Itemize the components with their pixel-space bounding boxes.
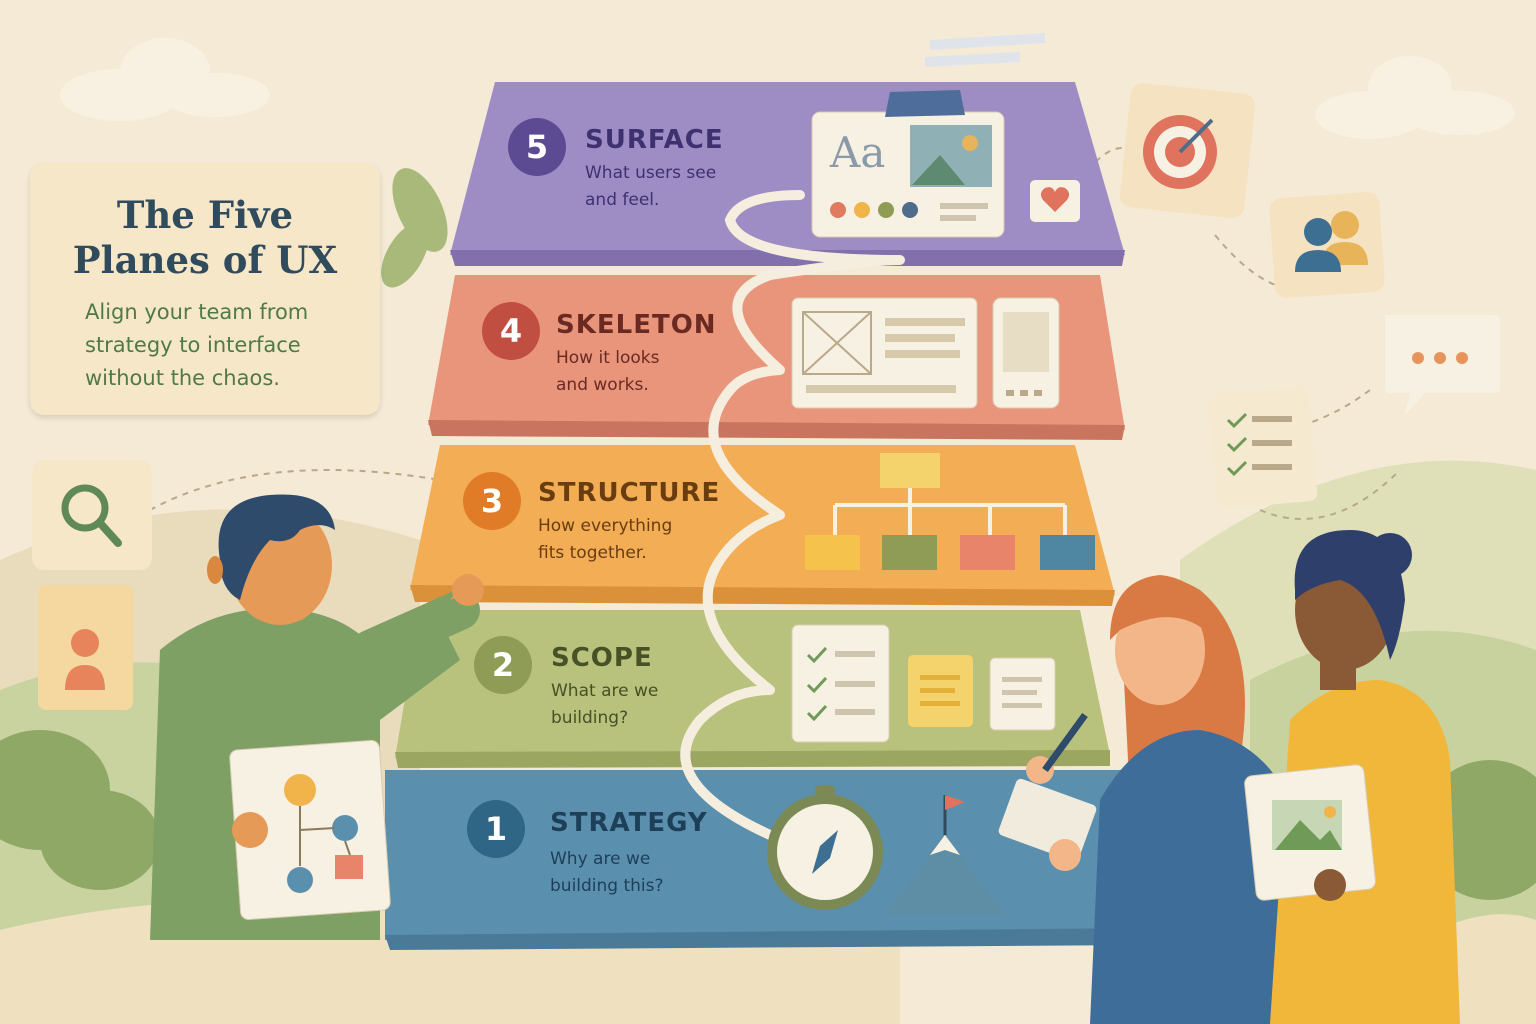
flag-icon xyxy=(945,795,965,810)
user-icon xyxy=(65,629,105,690)
winding-path xyxy=(680,190,905,840)
plane-4-badge: 4 xyxy=(482,302,540,360)
search-tile xyxy=(32,460,152,570)
people-tile xyxy=(1269,192,1385,298)
plane-5-surface xyxy=(450,82,1125,266)
flowchart-icon xyxy=(284,774,363,893)
plane-scope-desc-line-2: building? xyxy=(551,708,629,728)
plane-scope-title: SCOPE xyxy=(551,643,653,673)
strategy-compass-and-mountain xyxy=(767,785,1005,915)
people-icon xyxy=(1295,211,1368,272)
subtitle-line-3: without the chaos. xyxy=(85,366,280,390)
structure-sitemap xyxy=(805,453,1095,570)
title-line-2: Planes of UX xyxy=(72,238,338,282)
chat-tile xyxy=(1385,315,1500,415)
person-right xyxy=(1244,530,1460,1024)
plane-structure-desc-line-1: How everything xyxy=(538,516,673,536)
plane-skeleton-desc-line-1: How it looks xyxy=(556,348,660,368)
flowchart-card xyxy=(229,740,391,920)
surface-ui-card xyxy=(811,33,1080,238)
title-line-1: The Five xyxy=(116,193,294,237)
plane-surface-desc-line-1: What users see xyxy=(585,163,717,183)
title-card: The Five Planes of UX Align your team fr… xyxy=(30,163,380,415)
checklist-icon xyxy=(1226,412,1292,477)
plane-strategy-title: STRATEGY xyxy=(550,808,708,838)
checklist-tile xyxy=(1208,386,1318,509)
plane-skeleton-title: SKELETON xyxy=(556,310,717,340)
plane-skeleton-desc-line-2: and works. xyxy=(556,375,649,395)
target-icon xyxy=(1143,115,1217,189)
plane-1-badge: 1 xyxy=(467,800,525,858)
plane-surface-title: SURFACE xyxy=(585,125,724,155)
cloud-right xyxy=(1315,56,1515,139)
plane-2-badge: 2 xyxy=(474,636,532,694)
subtitle-line-1: Align your team from xyxy=(85,300,309,324)
scope-documents xyxy=(791,624,1056,743)
cloud-left xyxy=(60,38,270,121)
leaves-behind-pyramid xyxy=(381,168,448,288)
plane-surface-desc-line-2: and feel. xyxy=(585,190,660,210)
target-tile xyxy=(1119,83,1255,219)
bushes-left xyxy=(0,730,160,890)
plane-5-badge: 5 xyxy=(508,118,566,176)
plane-structure-title: STRUCTURE xyxy=(538,478,721,508)
plane-3-badge: 3 xyxy=(463,472,521,530)
plane-strategy-desc-line-1: Why are we xyxy=(550,849,651,869)
plane-strategy-desc-line-2: building this? xyxy=(550,876,664,896)
typography-specimen: Aa xyxy=(830,128,886,177)
search-icon xyxy=(61,484,109,532)
plane-structure-desc-line-2: fits together. xyxy=(538,543,647,563)
subtitle-line-2: strategy to interface xyxy=(85,333,301,357)
plane-scope-desc-line-1: What are we xyxy=(551,681,659,701)
chat-bubble-icon xyxy=(1385,315,1500,415)
user-tile xyxy=(38,585,133,710)
skeleton-wireframes xyxy=(791,297,1060,409)
